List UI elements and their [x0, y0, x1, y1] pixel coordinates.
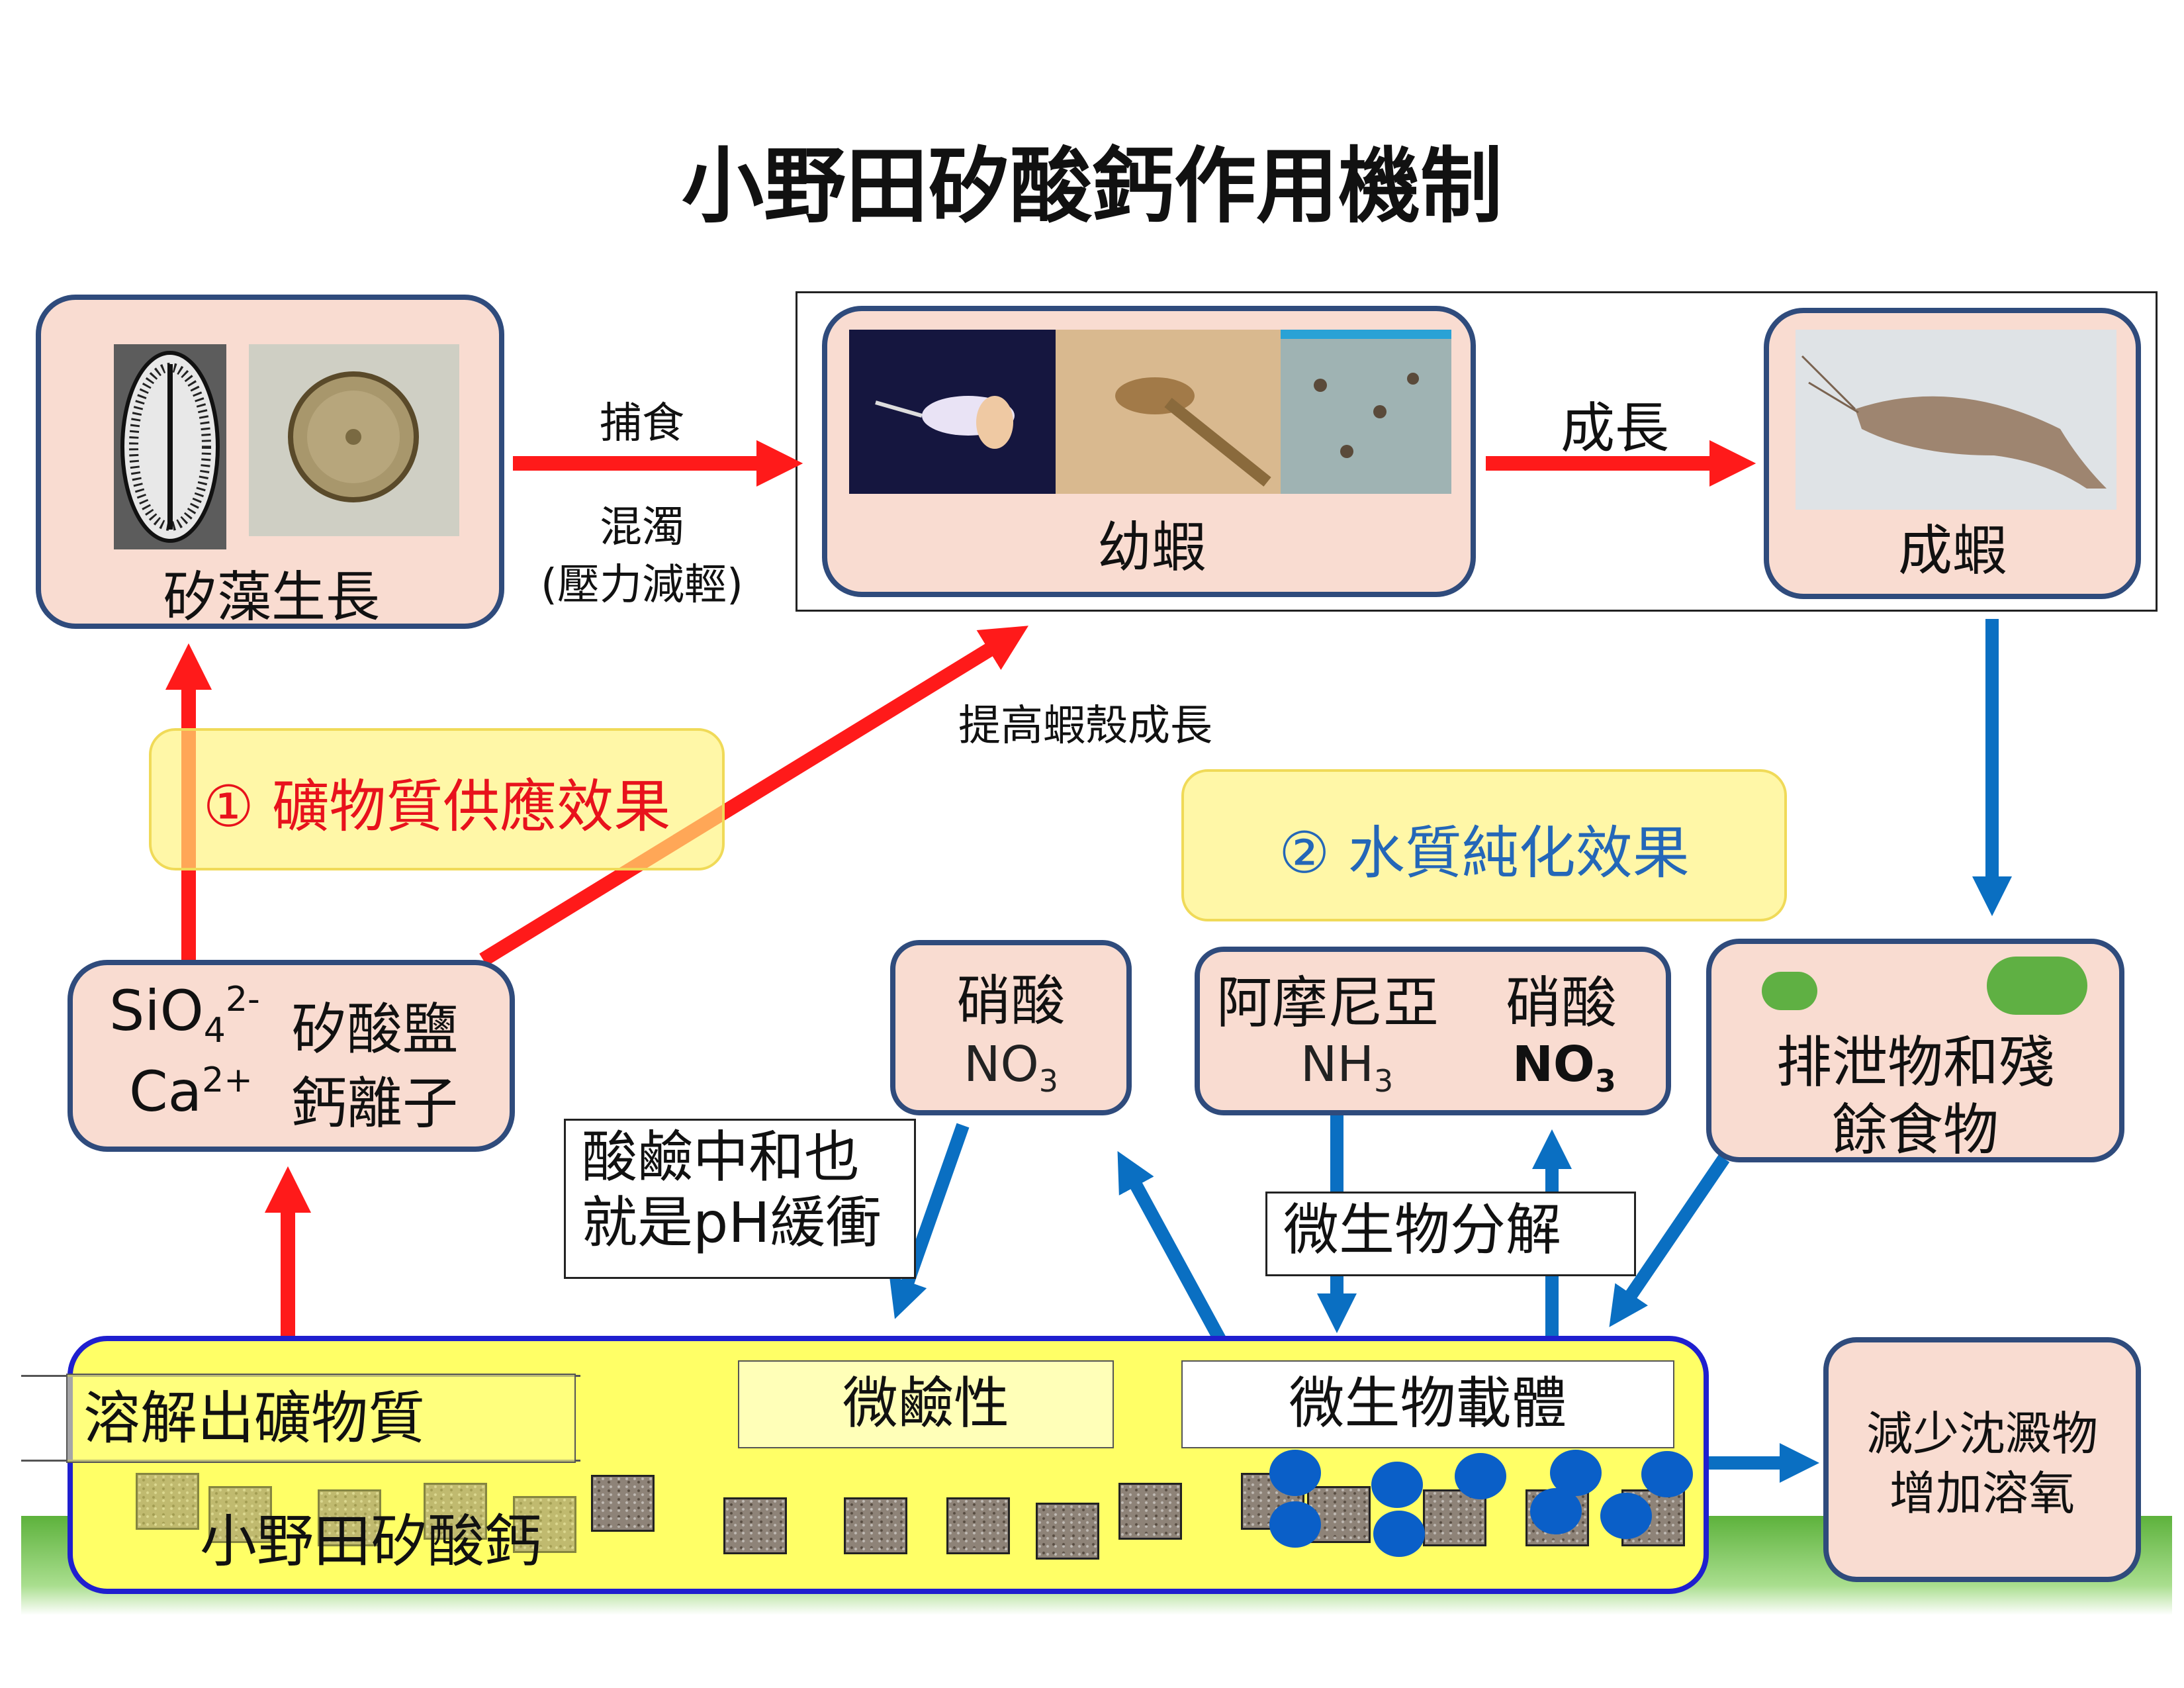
adult-label: 成蝦: [1897, 520, 2007, 583]
ions-name-silicate: 矽酸鹽: [291, 997, 459, 1062]
edge-shell: 提高蝦殼成長: [958, 702, 1212, 751]
water-effect-highlight: [1181, 769, 1787, 921]
stone: [424, 1483, 487, 1540]
edge-growth: 成長: [1560, 397, 1669, 460]
ions-node: [68, 960, 515, 1152]
ions-name-calcium: 鈣離子: [291, 1071, 459, 1136]
dissolve-minerals-label: 溶解出礦物質: [66, 1374, 576, 1463]
edge-turbid-2: (壓力減輕): [541, 561, 743, 610]
microbe-decomposition-callout: 微生物分解: [1265, 1192, 1636, 1276]
page-title: 小野田矽酸鈣作用機制: [681, 139, 1502, 234]
edge-turbid-1: 混濁: [600, 503, 684, 552]
nitrate-node: [890, 940, 1132, 1115]
diatom-photo-pennate: [114, 344, 226, 549]
stone: [1118, 1483, 1182, 1540]
ammonia-formula: NH3: [1300, 1036, 1394, 1099]
microbe-dot: [1600, 1493, 1652, 1539]
mineral-effect-highlight: [149, 728, 725, 870]
larva-photo-2: [1056, 330, 1281, 494]
stone: [1423, 1489, 1486, 1546]
microbe-carrier-label: 微生物載體: [1181, 1360, 1674, 1448]
ph-buffer-line-2: 就是pH緩衝: [582, 1190, 882, 1256]
larva-photo-3: [1281, 330, 1451, 494]
ions-formula-silicate: SiO42-: [109, 978, 260, 1051]
product-label: 小野田矽酸鈣: [200, 1509, 541, 1575]
waste-blob-large: [1987, 957, 2087, 1015]
ions-formula-calcium: Ca2+: [129, 1059, 253, 1124]
stone: [136, 1473, 199, 1530]
microbe-dot: [1269, 1450, 1321, 1496]
reduce-sediment-line-2: 增加溶氧: [1889, 1466, 2075, 1521]
microbe-dot: [1641, 1451, 1693, 1497]
microbe-dot: [1455, 1453, 1506, 1499]
stone: [591, 1475, 655, 1532]
mineral-effect-label: ① 礦物質供應效果: [203, 774, 671, 840]
stone: [513, 1496, 576, 1553]
reduce-sediment-line-1: 減少沈澱物: [1866, 1407, 2098, 1461]
diatom-label: 矽藻生長: [162, 566, 380, 629]
alkaline-label: 微鹼性: [738, 1360, 1114, 1448]
diatom-photo-centric: [249, 344, 459, 536]
nitrate2-title: 硝酸: [1506, 970, 1617, 1035]
red-arrows: [165, 440, 1756, 1360]
waste-blob-small: [1762, 972, 1817, 1010]
nitrate-title: 硝酸: [956, 970, 1066, 1033]
ammonia-title: 阿摩尼亞: [1216, 970, 1439, 1035]
ph-buffer-callout: 酸鹼中和也 就是pH緩衝: [564, 1119, 916, 1279]
waste-label-2: 餘食物: [1831, 1098, 1999, 1162]
stone: [723, 1497, 787, 1554]
microbe-dot: [1530, 1488, 1582, 1534]
microbe-dot: [1373, 1511, 1425, 1557]
larva-label: 幼蝦: [1097, 516, 1206, 579]
stone: [1036, 1503, 1099, 1560]
microbe-dot: [1371, 1462, 1423, 1508]
stone: [208, 1486, 272, 1543]
nitrate2-formula: NO3: [1512, 1036, 1616, 1099]
stone: [318, 1489, 381, 1546]
stone: [844, 1497, 907, 1554]
ammonia-nitrate-node: [1195, 947, 1671, 1115]
nitrate-formula: NO3: [964, 1036, 1058, 1099]
microbe-dot: [1269, 1501, 1321, 1548]
larva-photo-1: [849, 330, 1056, 494]
water-effect-label: ② 水質純化效果: [1279, 820, 1690, 886]
waste-label-1: 排泄物和殘: [1776, 1030, 2054, 1095]
edge-predation: 捕食: [600, 399, 684, 448]
stone: [946, 1497, 1010, 1554]
ph-buffer-line-1: 酸鹼中和也: [582, 1125, 860, 1190]
adult-photo: [1796, 330, 2116, 510]
reduce-sediment-node: [1823, 1337, 2141, 1582]
